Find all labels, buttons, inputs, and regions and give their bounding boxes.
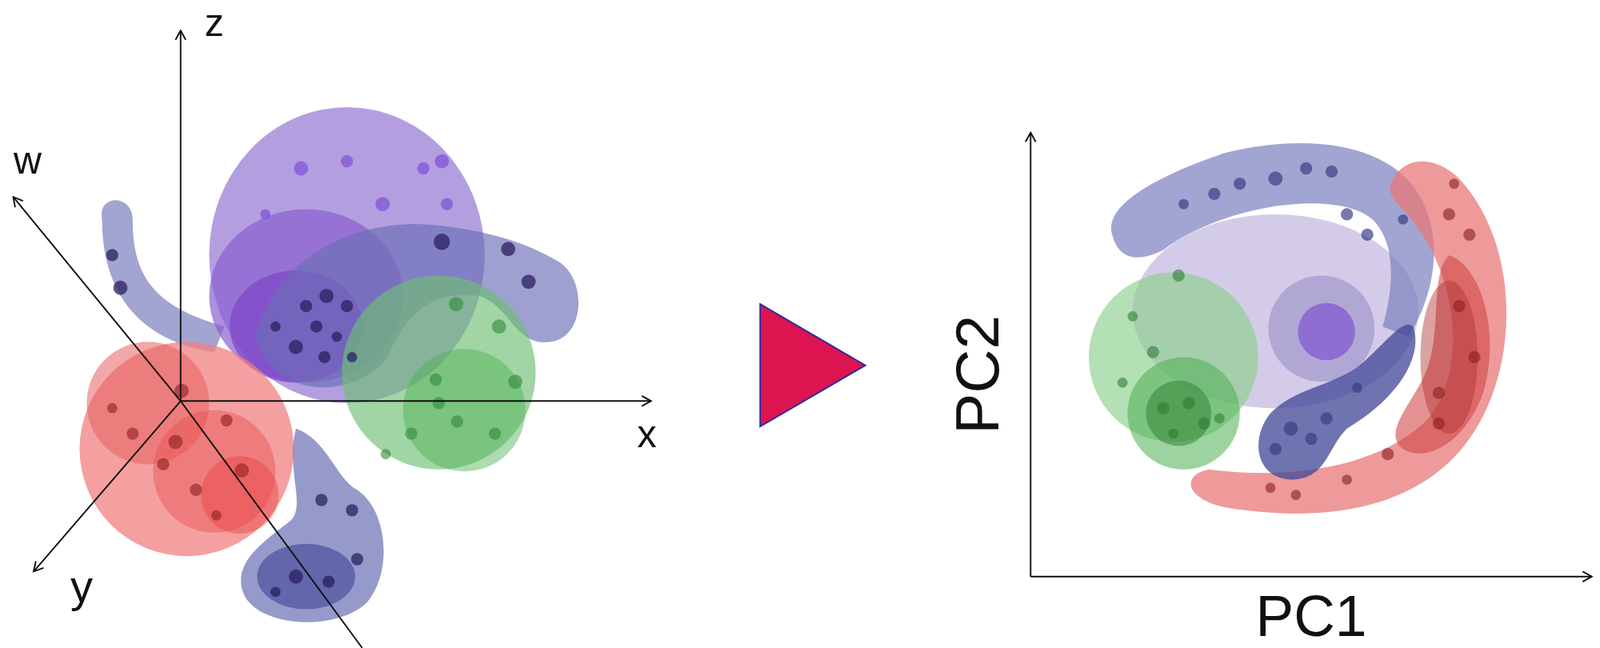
transform-arrow — [760, 304, 865, 427]
axis-label: x — [637, 414, 657, 453]
axis-label: z — [204, 3, 224, 42]
axes-pc — [1030, 132, 1592, 577]
axis-label: w — [13, 140, 42, 180]
left-clusters — [79, 107, 579, 623]
axis-title: PC1 — [1256, 588, 1368, 645]
axis-title: PC2 — [947, 315, 1009, 435]
axes-4d — [13, 30, 652, 648]
right-clusters — [1088, 143, 1507, 514]
axis-label: y — [70, 564, 93, 609]
